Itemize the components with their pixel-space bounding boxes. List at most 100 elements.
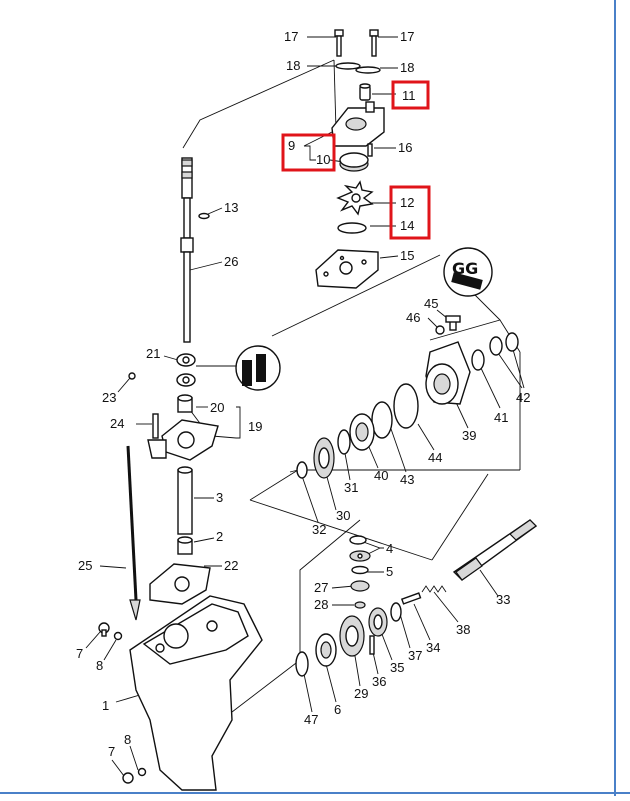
callout-32: 32 xyxy=(312,522,326,537)
callout-44: 44 xyxy=(428,450,442,465)
impeller-12-icon xyxy=(336,180,374,216)
washer-8-top-icon xyxy=(113,631,123,641)
callout-18-right: 18 xyxy=(400,60,414,75)
callout-12: 12 xyxy=(400,195,414,210)
seal-detail-zoom xyxy=(235,345,281,391)
gasket-15-icon xyxy=(315,249,379,289)
driveshaft-26-icon xyxy=(180,157,194,343)
callout-27: 27 xyxy=(314,580,328,595)
bearing-27-icon xyxy=(350,580,370,592)
callout-6: 6 xyxy=(334,702,341,717)
callout-47: 47 xyxy=(304,712,318,727)
bolt-24-icon xyxy=(152,413,159,439)
callout-23: 23 xyxy=(102,390,116,405)
insert-11-icon xyxy=(359,83,371,101)
lower-casing-1-icon xyxy=(129,595,263,791)
clip-23-icon xyxy=(128,372,136,380)
callout-20: 20 xyxy=(210,400,224,415)
callout-31: 31 xyxy=(344,480,358,495)
shim-43-icon xyxy=(371,401,393,439)
shim-5-icon xyxy=(351,565,369,575)
seal-42-a-icon xyxy=(489,336,503,356)
seal-42-b-icon xyxy=(505,332,519,352)
gear-30-icon xyxy=(313,437,335,479)
callout-17-left: 17 xyxy=(284,29,298,44)
shim-32-icon xyxy=(296,461,308,479)
grease-detail-zoom: GG xyxy=(443,247,493,297)
callout-2: 2 xyxy=(216,529,223,544)
shim-47-icon xyxy=(295,651,309,677)
callout-11: 11 xyxy=(402,88,416,103)
bearing-41-icon xyxy=(471,349,485,371)
callout-9: 9 xyxy=(288,138,295,153)
callout-37: 37 xyxy=(408,648,422,663)
key-13-icon xyxy=(198,212,210,220)
pump-housing-9-icon xyxy=(331,101,385,147)
cap-housing-39-icon xyxy=(425,341,471,405)
bolt-17-right-icon xyxy=(369,29,379,57)
callout-30: 30 xyxy=(336,508,350,523)
nut-28-icon xyxy=(354,601,366,609)
callout-8-bottom: 8 xyxy=(124,732,131,747)
bolt-17-left-icon xyxy=(334,29,344,57)
callout-4: 4 xyxy=(386,541,393,556)
spring-38-icon xyxy=(421,585,447,593)
seal-21-icon xyxy=(176,353,196,387)
highlight-boxes xyxy=(281,80,431,240)
callout-26: 26 xyxy=(224,254,238,269)
pin-16-icon xyxy=(367,143,373,157)
callout-34: 34 xyxy=(426,640,440,655)
callout-36: 36 xyxy=(372,674,386,689)
callout-45: 45 xyxy=(424,296,438,311)
parts: GG xyxy=(98,29,538,791)
callout-18-left: 18 xyxy=(286,58,300,73)
callout-33: 33 xyxy=(496,592,510,607)
callout-5: 5 xyxy=(386,564,393,579)
callout-28: 28 xyxy=(314,597,328,612)
oring-14-icon xyxy=(337,222,367,234)
callout-24: 24 xyxy=(110,416,124,431)
leader-lines xyxy=(85,36,525,777)
callout-17-right: 17 xyxy=(400,29,414,44)
shim-37-icon xyxy=(390,602,402,622)
clutch-35-icon xyxy=(368,607,388,637)
callout-46: 46 xyxy=(406,310,420,325)
callout-16: 16 xyxy=(398,140,412,155)
callout-41: 41 xyxy=(494,410,508,425)
callout-42: 42 xyxy=(516,390,530,405)
washer-8-bottom-icon xyxy=(137,767,147,777)
frame-bottom-edge xyxy=(0,792,630,794)
screw-7-bottom-icon xyxy=(122,772,134,784)
cartridge-10-icon xyxy=(339,152,369,172)
callout-38: 38 xyxy=(456,622,470,637)
callout-39: 39 xyxy=(462,428,476,443)
bushing-2-icon xyxy=(177,536,193,555)
callout-21: 21 xyxy=(146,346,160,361)
propeller-shaft-33-icon xyxy=(452,519,538,581)
bearing-40-icon xyxy=(349,413,375,451)
grease-symbol-text: GG xyxy=(452,259,478,278)
gasket-22-icon xyxy=(149,563,211,605)
plunger-34-icon xyxy=(400,592,422,605)
callout-7-bottom: 7 xyxy=(108,744,115,759)
callout-22: 22 xyxy=(224,558,238,573)
shim-31-icon xyxy=(337,429,351,455)
oil-seal-housing-19-icon xyxy=(147,419,219,461)
callout-25: 25 xyxy=(78,558,92,573)
callout-35: 35 xyxy=(390,660,404,675)
bearing-6-icon xyxy=(315,633,337,667)
bushing-20-icon xyxy=(177,394,193,413)
callout-13: 13 xyxy=(224,200,238,215)
callout-29: 29 xyxy=(354,686,368,701)
frame-right-edge xyxy=(614,0,616,796)
callout-7-top: 7 xyxy=(76,646,83,661)
sleeve-3-icon xyxy=(177,466,193,535)
washer-18-left-icon xyxy=(335,62,361,70)
washer-46-icon xyxy=(435,325,445,335)
callout-43: 43 xyxy=(400,472,414,487)
callout-19: 19 xyxy=(248,419,262,434)
callout-15: 15 xyxy=(400,248,414,263)
highlight-box-12-14 xyxy=(389,185,431,240)
highlight-box-9-10 xyxy=(281,133,336,172)
